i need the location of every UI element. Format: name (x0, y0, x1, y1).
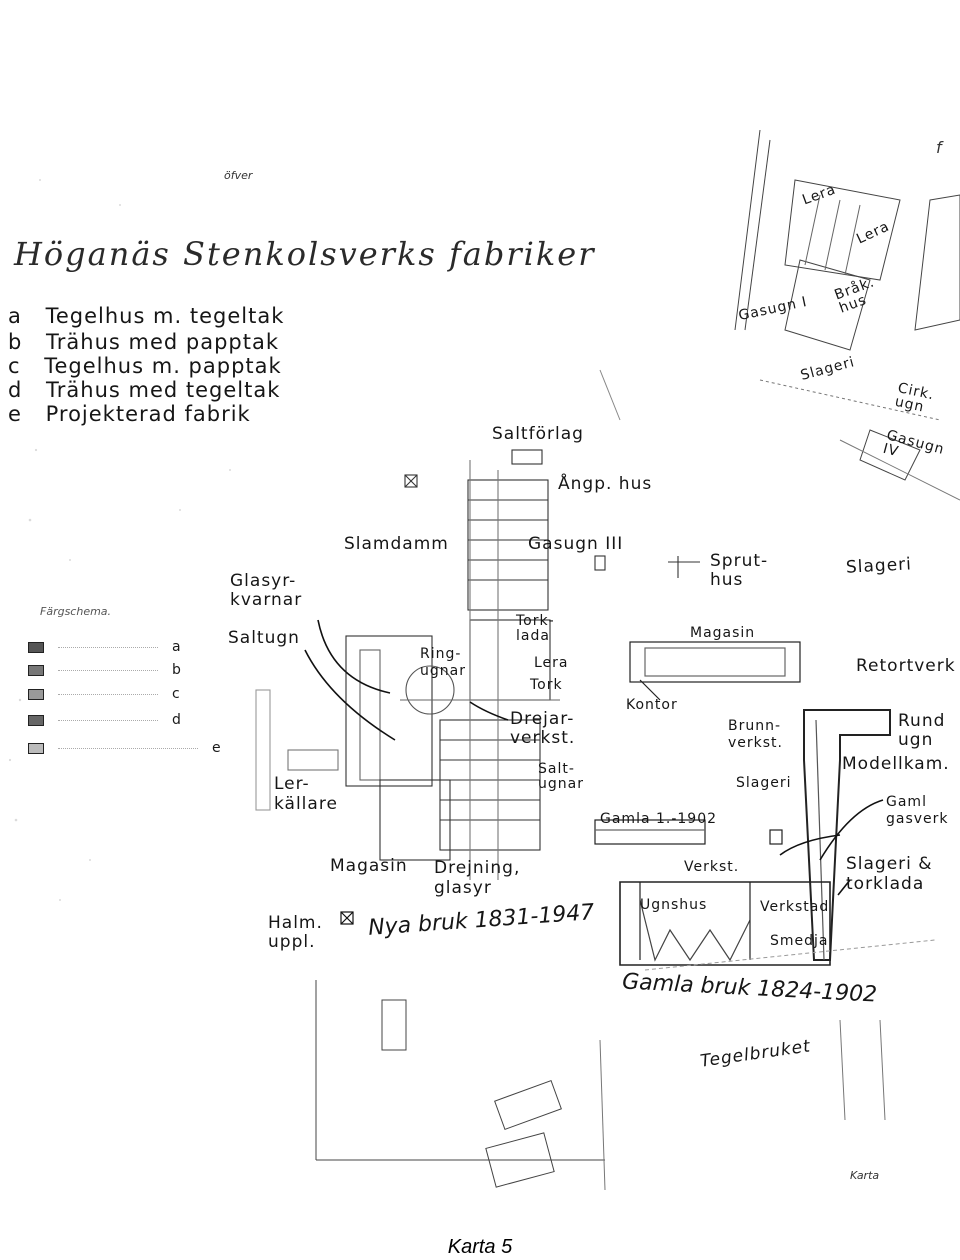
label-angp-hus: Ångp. hus (558, 474, 653, 494)
label-ler-kallare: Ler-källare (274, 774, 338, 815)
swatch-icon (28, 742, 44, 754)
label-ring-ugnar: Ring-ugnar (420, 646, 466, 679)
label-verkstad: Verkstad (760, 899, 830, 915)
label-halm-uppl: Halm. uppl. (268, 913, 323, 952)
legend-row-c: c Tegelhus m. papptak (8, 356, 282, 377)
halm-marker-icon (340, 911, 354, 925)
swatch-icon (28, 688, 44, 700)
color-legend-row: e (28, 740, 222, 756)
scan-noise (8, 179, 231, 901)
color-legend-key: b (172, 662, 182, 678)
legend-key: c (8, 354, 21, 378)
label-rund-ugn: Rund ugn (898, 711, 946, 750)
legend-text: Tegelhus m. papptak (44, 354, 282, 378)
legend-row-a: a Tegelhus m. tegeltak (8, 306, 284, 327)
map-right-buildings (594, 641, 891, 966)
swatch-icon (28, 714, 44, 726)
label-magasin: Magasin (690, 625, 756, 641)
label-slageri-torklada: Slageri & torklada (846, 854, 933, 895)
legend-text: Tegelhus m. tegeltak (45, 304, 285, 328)
legend-key: b (8, 330, 23, 354)
label-f: f (936, 138, 942, 157)
label-gasugn-3: Gasugn III (528, 534, 624, 554)
label-salt-ugnar: Salt-ugnar (538, 761, 584, 793)
label-kontor: Kontor (626, 697, 678, 713)
label-slageri: Slageri (845, 554, 913, 578)
label-sprut-hus: Sprut-hus (710, 551, 769, 590)
legend-text: Trähus med tegeltak (46, 378, 281, 402)
label-retortverk: Retortverk (856, 656, 956, 676)
legend-key: d (8, 378, 23, 402)
map-topright-area (599, 129, 960, 501)
legend-row-d: d Trähus med tegeltak (8, 380, 280, 401)
label-tork: Tork (530, 677, 563, 693)
legend-row-b: b Trähus med papptak (8, 332, 279, 353)
color-legend-row: a (28, 639, 182, 655)
label-lera: Lera (534, 655, 569, 671)
label-ugnshus: Ugnshus (640, 897, 708, 913)
label-brunn-verkst: Brunn-verkst. (728, 718, 783, 751)
label-tork-lada: Tork-lada (516, 613, 555, 645)
color-legend-heading: Färgschema. (40, 605, 112, 618)
color-legend-key: d (172, 712, 182, 728)
color-legend-row: d (28, 712, 182, 728)
swatch-icon (28, 664, 44, 676)
label-saltforlag: Saltförlag (492, 424, 584, 444)
label-smedja: Smedja (770, 933, 829, 949)
figure-caption: Karta 5 (447, 1236, 513, 1258)
color-legend-key: e (212, 740, 222, 756)
legend-key: e (8, 402, 22, 426)
label-corner: Karta (850, 1169, 880, 1182)
legend-key: a (8, 304, 22, 328)
label-gamla-1902: Gamla 1.-1902 (600, 811, 718, 827)
color-legend-key: c (172, 686, 181, 702)
label-drejning-glasyr: Drejning, glasyr (434, 858, 521, 899)
legend-text: Trähus med papptak (46, 330, 280, 354)
map-leader-lines (304, 619, 884, 896)
label-gaml-gasverk: Gaml gasverk (886, 794, 949, 827)
label-glasyr-kvarnar: Glasyr-kvarnar (230, 571, 303, 610)
label-magasin: Magasin (330, 856, 408, 876)
map-central-buildings (255, 449, 700, 880)
map-bottom-plan (315, 939, 936, 1191)
heading-small: öfver (224, 169, 253, 182)
label-slamdamm: Slamdamm (344, 534, 449, 554)
label-drejar-verkst: Drejar-verkst. (510, 709, 576, 748)
label-modellkam: Modellkam. (842, 754, 950, 774)
map-title: Höganäs Stenkolsverks fabriker (14, 235, 596, 273)
legend-row-e: e Projekterad fabrik (8, 404, 251, 425)
legend-text: Projekterad fabrik (45, 402, 251, 426)
label-slageri: Slageri (736, 775, 792, 791)
label-saltugn: Saltugn (228, 628, 300, 648)
color-legend-key: a (172, 639, 182, 655)
swatch-icon (28, 641, 44, 653)
color-legend-row: b (28, 662, 182, 678)
label-verkst: Verkst. (684, 859, 740, 875)
color-legend-row: c (28, 686, 181, 702)
